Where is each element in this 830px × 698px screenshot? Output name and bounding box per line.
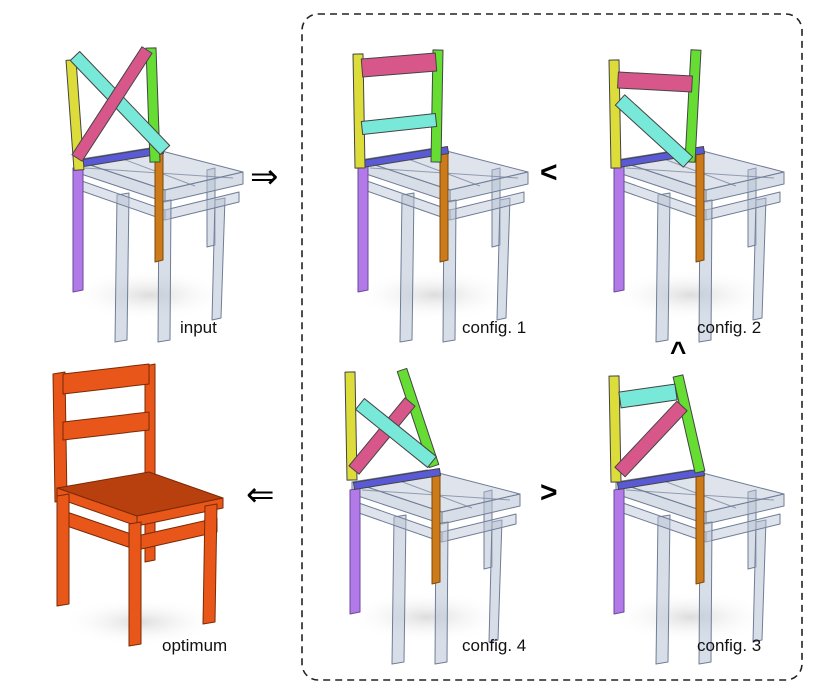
- leg-front-right: [496, 197, 511, 321]
- seat-side: [705, 171, 785, 203]
- arrow-left-icon: ⇐: [246, 476, 275, 514]
- comparison-greater-than: >: [540, 476, 558, 509]
- floor-shadow: [611, 591, 771, 643]
- slat-top: [62, 363, 150, 395]
- seat-side: [164, 171, 244, 203]
- post-yellow: [608, 375, 622, 483]
- slat-pink: [360, 52, 438, 78]
- slat-pink: [71, 46, 153, 162]
- leg-front-right: [202, 503, 218, 625]
- slat-cyan: [614, 94, 694, 168]
- leg-orange: [695, 149, 705, 263]
- configurations-frame: [301, 13, 803, 681]
- leg-front-mid: [391, 514, 407, 665]
- label-config-2: config. 2: [697, 318, 762, 337]
- leg-purple: [613, 165, 625, 293]
- comparison-less-than: <: [540, 156, 558, 189]
- leg-purple: [613, 487, 625, 615]
- seat-side: [705, 493, 785, 525]
- floor-shadow: [611, 269, 771, 321]
- label-config-3: config. 3: [697, 636, 762, 655]
- label-optimum: optimum: [162, 636, 228, 655]
- chair-config-2: [608, 49, 785, 343]
- leg-orange: [439, 149, 449, 263]
- label-config-4: config. 4: [462, 636, 527, 655]
- leg-orange: [154, 149, 164, 263]
- arrow-right-icon: ⇒: [250, 158, 279, 196]
- rail-blue: [352, 468, 442, 490]
- leg-orange: [695, 471, 705, 585]
- post-green: [672, 374, 706, 474]
- label-config-1: config. 1: [462, 318, 527, 337]
- leg-front-right: [752, 519, 767, 643]
- leg-front-center: [128, 521, 142, 647]
- chair-config-4: [344, 367, 521, 665]
- comparison-wedge: ^: [670, 336, 687, 367]
- leg-purple: [357, 165, 369, 293]
- chair-config-1: [352, 49, 529, 343]
- leg-front-mid: [655, 192, 671, 343]
- post-yellow: [344, 371, 358, 481]
- slat-cyan: [355, 398, 437, 468]
- post-green: [684, 49, 702, 163]
- slat-cyan: [360, 113, 438, 135]
- leg-front-right: [211, 197, 226, 321]
- leg-front-right: [752, 197, 767, 321]
- leg-front-left: [56, 493, 70, 607]
- slat-pink: [617, 71, 693, 93]
- slat-pink: [614, 400, 688, 478]
- leg-orange: [431, 471, 441, 585]
- leg-purple: [349, 487, 361, 615]
- seat-side: [441, 493, 521, 525]
- slat-middle: [62, 411, 150, 441]
- leg-purple: [72, 165, 84, 293]
- chair-input: [65, 46, 244, 343]
- leg-front-right: [488, 519, 503, 643]
- leg-front-mid: [655, 514, 671, 665]
- floor-shadow: [355, 269, 515, 321]
- label-input: input: [180, 318, 217, 337]
- leg-front-mid: [114, 192, 130, 343]
- post-yellow: [352, 53, 366, 169]
- floor-shadow: [70, 269, 230, 321]
- floor-shadow: [347, 591, 507, 643]
- leg-front-mid: [399, 192, 415, 343]
- post-green: [396, 367, 440, 469]
- chair-config-3: [608, 374, 785, 665]
- seat-side: [449, 171, 529, 203]
- slat-cyan: [618, 383, 678, 409]
- chair-optimum: [52, 363, 224, 647]
